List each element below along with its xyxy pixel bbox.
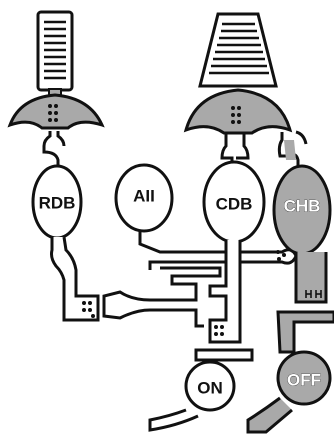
cone-pedicle: [186, 90, 290, 133]
rdb-axon: [52, 237, 99, 320]
label-cdb: CDB: [216, 195, 253, 214]
chb-cell: [274, 132, 330, 302]
label-on: ON: [197, 379, 223, 398]
label-chb: CHB: [284, 197, 321, 216]
label-off: OFF: [287, 371, 321, 390]
rdb-dendrite: [44, 131, 58, 168]
chb-dendrite-fill: [284, 140, 296, 160]
aii-lobular-dendrite: [104, 268, 220, 326]
rod-photoreceptor: [10, 12, 102, 128]
on-axon: [150, 410, 198, 430]
label-aii: AII: [133, 187, 155, 206]
off-dendrite: [278, 312, 334, 352]
cdb-cell: [204, 133, 264, 342]
rdb-cell: [33, 131, 98, 320]
rdb-dendrite-inner: [58, 131, 64, 146]
on-dendrite: [196, 350, 252, 360]
cone-photoreceptor: [186, 14, 290, 133]
label-rdb: RDB: [39, 194, 76, 213]
off-axon: [248, 398, 292, 432]
